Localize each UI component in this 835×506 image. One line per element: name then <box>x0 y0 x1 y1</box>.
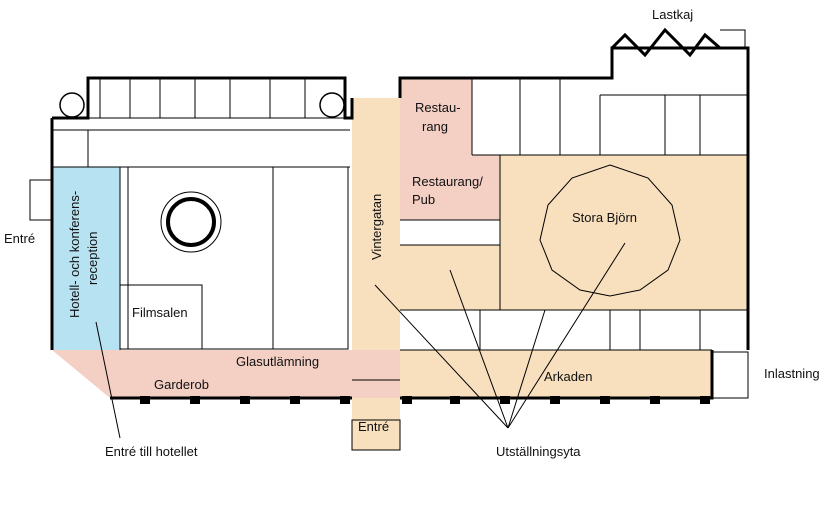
label-arkaden: Arkaden <box>544 369 592 384</box>
zone-restaurang-pub[interactable] <box>400 155 500 220</box>
label-stora-bjorn: Stora Björn <box>572 210 637 225</box>
label-entre-left: Entré <box>4 231 35 246</box>
zones <box>52 78 748 450</box>
label-hotell-reception-line1: Hotell- och konferens- <box>67 191 82 318</box>
zone-restaurang[interactable] <box>400 78 472 155</box>
zone-entrance-bottom[interactable] <box>352 398 400 450</box>
zone-garderob[interactable] <box>52 350 400 398</box>
label-inlastning: Inlastning <box>764 366 820 381</box>
label-vintergatan: Vintergatan <box>369 194 384 260</box>
labels: Lastkaj Restau- rang Restaurang/ Pub Sto… <box>4 7 820 459</box>
label-lastkaj: Lastkaj <box>652 7 693 22</box>
zone-vintergatan[interactable] <box>352 98 400 398</box>
label-entre-till-hotellet: Entré till hotellet <box>105 444 198 459</box>
zone-arkaden[interactable] <box>400 350 712 398</box>
label-garderob: Garderob <box>154 377 209 392</box>
label-entre-bottom: Entré <box>358 419 389 434</box>
label-hotell-reception-line2: reception <box>85 232 100 285</box>
zone-exhibition-middle[interactable] <box>400 245 500 310</box>
label-restaurang-pub-line2: Pub <box>412 192 435 207</box>
zone-stora-bjorn[interactable] <box>500 155 748 310</box>
label-utstallningsyta: Utställningsyta <box>496 444 581 459</box>
label-restaurang-line1: Restau- <box>415 100 461 115</box>
walls <box>29 27 750 451</box>
label-restaurang-line2: rang <box>422 119 448 134</box>
label-restaurang-pub-line1: Restaurang/ <box>412 174 483 189</box>
zone-hotell-reception[interactable] <box>52 167 120 350</box>
label-glasutlamning: Glasutlämning <box>236 354 319 369</box>
label-filmsalen: Filmsalen <box>132 305 188 320</box>
